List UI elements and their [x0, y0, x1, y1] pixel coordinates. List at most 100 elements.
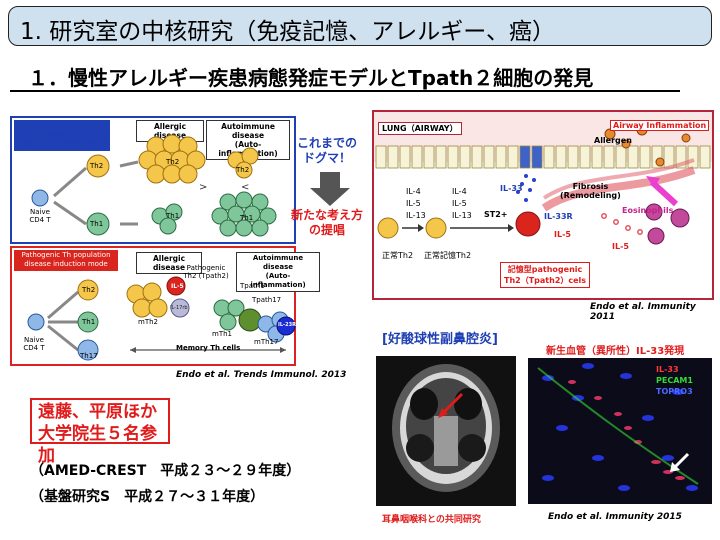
- tpath1-label: Tpath1: [240, 282, 265, 290]
- tpath17-il23r-cell: [276, 316, 296, 336]
- fluor-title: 新生血管（異所性）IL-33発現: [546, 346, 685, 357]
- il5-right-label: IL-5: [612, 242, 629, 251]
- memory-pathogenic-line-2: Th2（Tpath2）cels: [504, 276, 587, 285]
- pathogenic-th17-cell-label: Th17: [80, 352, 98, 360]
- classical-th1-small: [151, 203, 183, 235]
- fluorescence-image: [528, 358, 712, 504]
- lung-th2-cells: [377, 211, 541, 239]
- classical-th1-cell: [86, 212, 110, 236]
- normal-il4: IL-4: [406, 187, 421, 196]
- title-banner: [8, 6, 712, 46]
- trends-citation: Endo et al. Trends Immunol. 2013: [176, 370, 347, 380]
- mth17-label: mTh17: [254, 338, 279, 346]
- pathogenic-autoimmune-label: Autoimmune disease (Auto-inflammation): [236, 252, 320, 292]
- pathogenic-th2-line-2: Th2 (Tpath2): [183, 272, 229, 280]
- immunity-2015-citation: Endo et al. Immunity 2015: [548, 512, 682, 522]
- pathogenic-naive-line-1: Naive: [24, 336, 44, 344]
- new-view-line-2: の提唱: [308, 223, 345, 237]
- normal-th2-label: 正常Th2: [382, 251, 414, 260]
- pathogenic-arrows: [47, 290, 79, 352]
- pathogenic-allergic-label: Allergic disease: [136, 252, 202, 274]
- svg-text:>: >: [199, 182, 207, 193]
- new-view-line-1: 新たな考え方: [290, 208, 363, 222]
- funding-kiban: （基盤研究S 平成２７〜３１年度）: [30, 489, 265, 505]
- svg-text:<: <: [241, 182, 249, 193]
- slide-subtitle: １．慢性アレルギー疾患病態発症モデルとTpath２細胞の発見: [28, 66, 594, 90]
- memory-th-label: Memory Th cells: [176, 344, 241, 352]
- classical-naive-line-2: CD4 T: [29, 216, 51, 224]
- tpath17-label: Tpath17: [252, 296, 282, 304]
- tpath1-cell: [238, 308, 262, 332]
- names-box: 遠藤、平原ほか 大学院生５名参加: [30, 398, 170, 466]
- classical-th2-small: [227, 147, 259, 179]
- classical-cluster-th2-label: Th2: [166, 158, 180, 166]
- down-arrow-icon: [310, 172, 350, 206]
- classical-th1-cluster: [211, 191, 277, 237]
- slide-title: 1. 研究室の中核研究（免疫記憶、アレルギー、癌）: [20, 19, 556, 45]
- legend-pecam1: PECAM1: [656, 376, 693, 385]
- legend-topro3: TOPRO3: [656, 387, 693, 396]
- dogma-line-2: ドグマ！: [302, 151, 351, 165]
- tpath2-il5-cell: [166, 276, 186, 296]
- mth1-label: mTh1: [212, 330, 232, 338]
- mth2-cluster: [126, 282, 168, 318]
- st2-label: ST2+: [484, 210, 508, 219]
- classical-diagram: > <: [31, 134, 277, 237]
- dogma-line-1: これまでの: [296, 136, 357, 150]
- epithelium: [375, 145, 711, 169]
- fluorescence-drawing: [537, 363, 699, 491]
- normal-th2-cytokines: IL-4 IL-5 IL-13: [406, 186, 426, 222]
- eosinophils-label: Eosinophils: [622, 206, 674, 215]
- pathogenic-naive-cell: [27, 313, 45, 331]
- classical-model-tag: Classical Th1/Th2 balance disease induct…: [14, 120, 110, 151]
- pathogenic-model-tag: Pathogenic Th population disease inducti…: [14, 250, 118, 271]
- classical-th2-label: Th2: [90, 162, 104, 170]
- fluor-legend: IL-33 PECAM1 TOPRO3: [656, 364, 693, 397]
- pathogenic-th17-cell: [77, 339, 99, 361]
- il5-dots: [601, 213, 643, 235]
- il5-center-label: IL-5: [554, 230, 571, 239]
- pathogenic-th2-cell: [77, 279, 99, 301]
- fibrosis-band: [541, 166, 696, 212]
- pathogenic-th1-cell-label: Th1: [82, 318, 96, 326]
- eosinophil-cells: [645, 203, 690, 245]
- memory-th2-label: 正常記憶Th2: [424, 251, 472, 260]
- pathogenic-tag-line-1: Pathogenic Th population: [21, 251, 111, 259]
- il17rb-label: IL-17rb: [170, 305, 188, 311]
- memory-pathogenic-label: 記憶型pathogenic Th2（Tpath2）cels: [500, 262, 591, 288]
- memory-il5: IL-5: [452, 199, 467, 208]
- classical-tag-line-1: Classical Th1/Th2: [31, 121, 93, 129]
- classical-th1-label: Th1: [90, 220, 104, 228]
- pathogenic-th2-line-1: Pathogenic: [186, 264, 226, 272]
- immunity-2011-citation: Endo et al. Immunity 2011: [590, 302, 696, 322]
- eosinophil-arrow: [649, 179, 679, 207]
- pathogenic-tag-line-2: disease induction mode: [24, 260, 108, 268]
- classical-naive-cell: [31, 189, 49, 207]
- classical-th2-cell: [86, 154, 110, 178]
- il33-label: IL-33: [500, 184, 523, 193]
- memory-il13: IL-13: [452, 211, 472, 220]
- fibrosis-line-1: Fibrosis: [572, 182, 609, 191]
- airway-inflammation-label: Airway Inflammation: [610, 120, 710, 131]
- il5-label: IL-5: [171, 283, 184, 290]
- ct-scan-image: [376, 356, 516, 506]
- ct-title: [好酸球性副鼻腔炎]: [382, 332, 498, 347]
- names-line-2: 大学院生５名参加: [38, 424, 157, 466]
- new-view-text: 新たな考え方 の提唱: [290, 208, 364, 238]
- classical-tag-line-2: balance: [48, 130, 76, 138]
- mth2-label: mTh2: [138, 318, 158, 326]
- normal-il13: IL-13: [406, 211, 426, 220]
- pathogenic-th2-cell-label: Th2: [82, 286, 96, 294]
- pathogenic-autoimmune-line-1: Autoimmune disease: [252, 254, 304, 271]
- pathogenic-th1-cell: [77, 311, 99, 333]
- tpath2-il17rb-cell: [170, 298, 190, 318]
- il33r-label: IL-33R: [544, 212, 573, 221]
- pathogenic-naive-label: Naive CD4 T: [22, 336, 46, 352]
- il23r-label: IL-23R: [278, 322, 296, 328]
- classical-cluster-th1-label: Th1: [166, 212, 180, 220]
- mth1-cluster: [213, 299, 245, 331]
- legend-il33: IL-33: [656, 365, 679, 374]
- classical-auto-th1-label: Th1: [240, 214, 254, 222]
- fibrosis-label: Fibrosis (Remodeling): [560, 182, 621, 200]
- memory-th2-cytokines: IL-4 IL-5 IL-13: [452, 186, 472, 222]
